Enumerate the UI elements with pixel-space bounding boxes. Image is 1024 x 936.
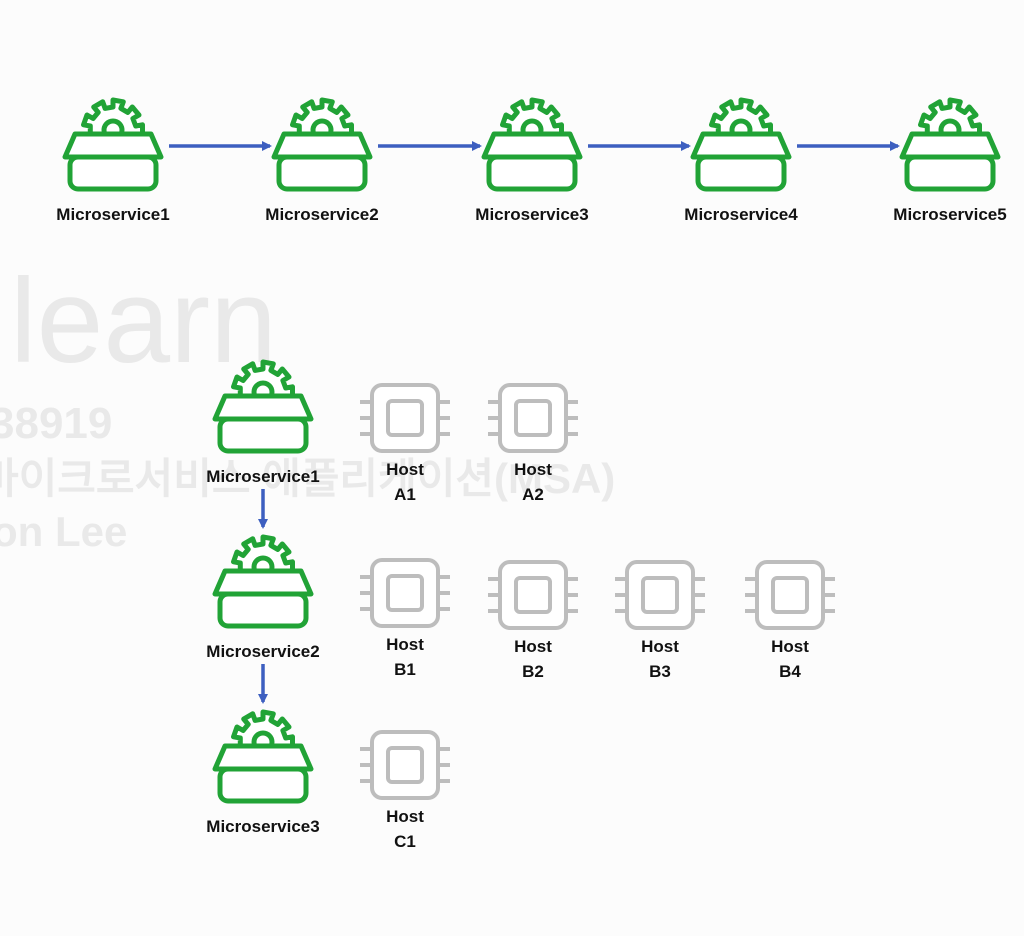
- service-label: Microservice3: [206, 817, 319, 836]
- host-label-line2: B4: [779, 662, 801, 681]
- watermark-id: 38919: [0, 399, 112, 448]
- host-label-line1: Host: [386, 807, 424, 826]
- host-label-line2: A1: [394, 485, 416, 504]
- arrows: [169, 141, 900, 704]
- service-label: Microservice5: [893, 205, 1006, 224]
- service-label: Microservice1: [206, 467, 319, 486]
- chain-service-4: Microservice4: [684, 97, 798, 224]
- chain-service-5: Microservice5: [893, 97, 1007, 224]
- host-label-line1: Host: [771, 637, 809, 656]
- watermark-logo: learn: [10, 254, 277, 388]
- service-label: Microservice1: [56, 205, 169, 224]
- host-label-line2: B2: [522, 662, 544, 681]
- service-label: Microservice2: [265, 205, 378, 224]
- chain-service-3: Microservice3: [475, 97, 589, 224]
- host-label-line1: Host: [386, 460, 424, 479]
- host-label-line2: A2: [522, 485, 544, 504]
- scaled-service-1: Microservice1: [206, 359, 320, 486]
- host-label-line1: Host: [386, 635, 424, 654]
- scaled-service-2: Microservice2: [206, 534, 320, 661]
- watermark: learn 38919 마이크로서비스 애플리케이션(MSA) on Lee: [0, 254, 615, 555]
- watermark-course: 마이크로서비스 애플리케이션(MSA): [0, 455, 615, 502]
- chain-service-2: Microservice2: [265, 97, 379, 224]
- host-label-line1: Host: [514, 637, 552, 656]
- host-label-line1: Host: [641, 637, 679, 656]
- host-label-line1: Host: [514, 460, 552, 479]
- host-label-line2: C1: [394, 832, 416, 851]
- host-label-line2: B3: [649, 662, 671, 681]
- chain-service-1: Microservice1: [56, 97, 170, 224]
- host-label-line2: B1: [394, 660, 416, 679]
- service-label: Microservice3: [475, 205, 588, 224]
- watermark-author: on Lee: [0, 508, 127, 555]
- service-label: Microservice4: [684, 205, 798, 224]
- service-label: Microservice2: [206, 642, 319, 661]
- scaled-service-3: Microservice3: [206, 709, 320, 836]
